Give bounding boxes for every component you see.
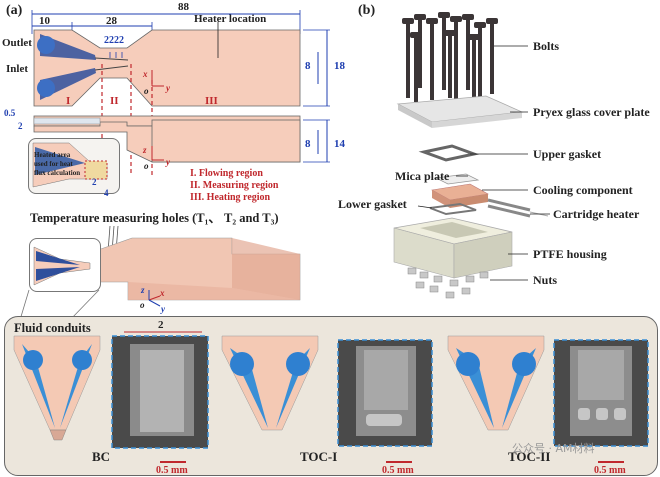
label-lower-gasket: Lower gasket (338, 197, 407, 211)
inlet-label: Inlet (6, 63, 28, 75)
dim-2-inset: 2 (92, 177, 97, 187)
axis-y-top: y (166, 83, 170, 93)
top-view-body (33, 29, 301, 107)
heated-area-inset (28, 138, 120, 194)
label-cooling: Cooling component (533, 183, 633, 197)
axis-o-3d: o (140, 300, 145, 310)
axis-x-3d: x (160, 288, 165, 298)
label-cartridge: Cartridge heater (553, 207, 640, 221)
dim-14: 14 (334, 138, 345, 150)
label-mica: Mica plate (395, 169, 450, 183)
panel-b-label: (b) (358, 3, 376, 18)
label-cover: Pryex glass cover plate (533, 105, 650, 119)
dim-4-inset: 4 (104, 188, 109, 198)
label-housing: PTFE housing (533, 247, 607, 261)
axis-z-side: z (143, 145, 147, 155)
label-upper-gasket: Upper gasket (533, 147, 602, 161)
heater-location-label: Heater location (194, 13, 267, 25)
label-bc: BC (92, 449, 111, 464)
dim-28: 28 (106, 15, 117, 27)
axis-y-3d: y (161, 304, 165, 314)
label-nuts: Nuts (533, 273, 558, 287)
fluid-conduit-inset (29, 238, 101, 292)
dim-8-side: 8 (305, 138, 311, 150)
axis-o-top: o (144, 86, 149, 96)
dim-18: 18 (334, 60, 345, 72)
scale-toc-ii: 0.5 mm (594, 465, 626, 476)
dim-2-bottom: 2 (158, 319, 164, 331)
dim-10: 10 (39, 15, 50, 27)
axis-x-top: x (143, 69, 148, 79)
dim-2222: 2222 (104, 35, 124, 46)
scale-bc: 0.5 mm (156, 465, 188, 476)
temp-holes-label: Temperature measuring holes (T₁、 T₂ and … (30, 211, 279, 225)
region-II: II (110, 95, 119, 107)
axis-z-3d: z (141, 285, 145, 295)
label-toc-i: TOC-I (300, 449, 338, 464)
watermark: 公众号 · AM材料 (512, 442, 595, 455)
dim-8-top: 8 (305, 60, 311, 72)
outlet-label: Outlet (2, 37, 32, 49)
panel-a-label: (a) (6, 3, 23, 18)
scale-toc-i: 0.5 mm (382, 465, 414, 476)
label-toc-ii: TOC-II (508, 449, 551, 464)
dim-88: 88 (178, 1, 189, 13)
dim-05: 0.5 (4, 108, 16, 118)
region-I: I (66, 95, 71, 107)
dim-2-side: 2 (18, 121, 23, 131)
region-III: III (205, 95, 218, 107)
label-bolts: Bolts (533, 39, 560, 53)
region-legend: I. Flowing region II. Measuring region I… (190, 168, 279, 203)
axis-o-side: o (144, 161, 149, 171)
fluid-conduits-title: Fluid conduits (14, 321, 91, 335)
inset-caption: Heated area used for heat flux calculati… (34, 151, 81, 177)
axis-y-side: y (166, 157, 170, 167)
